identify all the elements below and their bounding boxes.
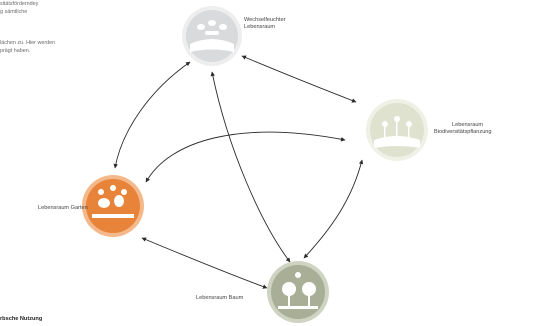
water-landscape-icon bbox=[190, 20, 234, 52]
arrow-wechsel-garten bbox=[113, 61, 191, 169]
arrow-garten-baum bbox=[141, 237, 268, 289]
label-wechsel-line-2: Lebensraum bbox=[244, 24, 276, 30]
intro-text-line-3: lächen zu. Hier werden bbox=[0, 40, 56, 46]
label-garten-line-1: Lebensraum Garten bbox=[38, 205, 88, 211]
connection-arrows bbox=[113, 55, 364, 289]
node-bio bbox=[366, 99, 428, 161]
node-baum bbox=[267, 261, 329, 323]
arrow-bio-baum bbox=[303, 159, 364, 259]
tree-icon bbox=[278, 272, 318, 309]
flower-meadow-icon bbox=[374, 116, 420, 148]
label-bio: Lebensraum Biodiversitätspflanzung bbox=[434, 122, 492, 136]
intro-text-line-1: sitätsförderndey bbox=[0, 1, 39, 7]
arrow-garten-bio bbox=[145, 131, 346, 183]
label-bio-line-2: Biodiversitätspflanzung bbox=[434, 129, 492, 135]
intro-text-line-2: g sämtliche bbox=[0, 9, 28, 15]
intro-text-line-4: prägt haben. bbox=[0, 48, 31, 54]
node-wechsel bbox=[182, 6, 242, 66]
arrow-wechsel-bio bbox=[241, 55, 357, 103]
label-bio-line-1: Lebensraum bbox=[452, 122, 484, 128]
bottom-heading: rbsche Nutzung bbox=[0, 316, 43, 322]
garden-plants-icon bbox=[92, 185, 134, 218]
label-garten: Lebensraum Garten bbox=[38, 205, 88, 212]
arrow-wechsel-baum bbox=[210, 71, 291, 263]
node-garten bbox=[82, 175, 144, 237]
label-baum-line-1: Lebensraum Baum bbox=[196, 295, 244, 301]
label-wechsel: Wechselfeuchter Lebensraum bbox=[244, 17, 286, 31]
label-wechsel-line-1: Wechselfeuchter bbox=[244, 17, 286, 23]
label-baum: Lebensraum Baum bbox=[196, 295, 243, 302]
